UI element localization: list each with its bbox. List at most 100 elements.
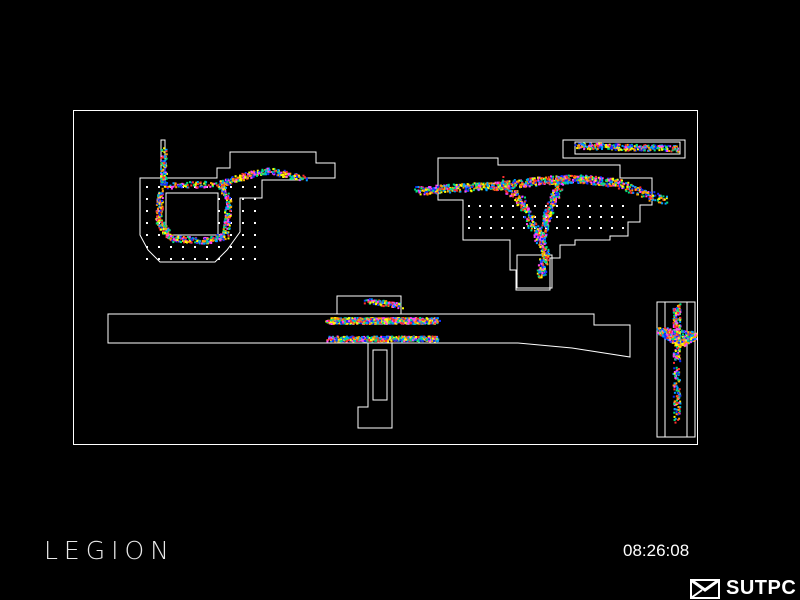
flow-point	[157, 211, 160, 214]
flow-point	[517, 198, 520, 201]
flow-point	[510, 193, 513, 196]
flow-point	[437, 185, 440, 188]
flow-point	[625, 146, 628, 149]
flow-point	[424, 187, 427, 190]
flow-point	[436, 191, 439, 194]
flow-point	[500, 187, 503, 190]
flow-point	[357, 337, 360, 340]
flow-point	[473, 182, 476, 185]
flow-point	[284, 173, 287, 176]
flow-point	[229, 216, 231, 219]
flow-point	[495, 183, 498, 186]
flow-point	[393, 337, 396, 340]
column-dot	[194, 246, 196, 248]
flow-point	[462, 185, 465, 188]
flow-point	[679, 360, 682, 363]
flow-point	[664, 148, 667, 151]
flow-point	[172, 241, 175, 244]
flow-point	[226, 181, 229, 183]
flow-point	[649, 149, 652, 151]
flow-point	[520, 184, 523, 187]
column-dot	[501, 216, 503, 218]
flow-point	[406, 322, 409, 325]
flow-point	[538, 243, 541, 246]
flow-point	[334, 317, 336, 320]
flow-point	[530, 182, 533, 185]
flow-point	[198, 240, 201, 243]
flow-point	[413, 319, 416, 322]
flow-point	[407, 319, 410, 322]
flow-point	[394, 319, 397, 322]
flow-point	[206, 237, 209, 240]
flow-point	[529, 180, 532, 183]
flow-point	[528, 185, 531, 188]
flow-point	[414, 321, 417, 324]
flow-point	[327, 319, 330, 322]
flow-point	[678, 304, 681, 307]
flow-point	[396, 304, 399, 307]
flow-point	[158, 225, 161, 228]
flow-point	[541, 266, 544, 269]
flow-point	[476, 183, 479, 186]
flow-point	[223, 221, 226, 224]
flow-point	[526, 178, 529, 181]
flow-point	[191, 181, 194, 184]
flow-point	[679, 311, 682, 313]
flow-point	[411, 321, 414, 324]
column-dot	[230, 222, 232, 224]
flow-point	[585, 182, 588, 184]
flow-point	[422, 187, 425, 190]
flow-point	[515, 197, 518, 200]
flow-point	[277, 174, 280, 177]
flow-point	[160, 178, 163, 181]
flow-point	[674, 377, 677, 380]
flow-point	[218, 238, 221, 240]
flow-point	[156, 201, 159, 204]
flow-point	[409, 336, 412, 339]
flow-point	[420, 335, 423, 338]
flow-point	[516, 182, 519, 185]
flow-point	[170, 187, 173, 190]
column-dot	[501, 227, 503, 229]
flow-point	[346, 340, 349, 342]
flow-point	[598, 183, 601, 186]
flow-point	[679, 343, 682, 346]
flow-point	[172, 182, 175, 185]
flow-point	[264, 170, 267, 173]
flow-point	[422, 322, 425, 325]
flow-point	[585, 176, 588, 179]
flow-point	[540, 254, 543, 256]
flow-point	[581, 177, 584, 180]
flow-point	[377, 317, 380, 320]
flow-point	[674, 320, 677, 323]
column-dot	[230, 234, 232, 236]
column-dot	[242, 258, 244, 260]
flow-point	[599, 177, 601, 180]
flow-point	[195, 237, 198, 240]
flow-point	[394, 304, 397, 307]
flow-point	[610, 179, 613, 182]
flow-point	[206, 241, 209, 244]
flow-point	[354, 340, 357, 343]
flow-point	[184, 185, 187, 188]
flow-point	[241, 174, 243, 177]
flow-point	[617, 143, 620, 146]
flow-point	[276, 174, 279, 177]
flow-point	[617, 147, 620, 150]
flow-point	[629, 189, 632, 192]
flow-point	[544, 178, 546, 181]
flow-point	[452, 183, 455, 186]
flow-point	[522, 207, 525, 210]
flow-point	[433, 338, 436, 340]
flow-point	[678, 401, 681, 404]
flow-point	[514, 190, 517, 193]
flow-point	[543, 270, 546, 273]
flow-point	[196, 181, 199, 183]
flow-point	[575, 177, 578, 180]
flow-point	[543, 211, 546, 214]
flow-point	[454, 184, 457, 187]
flow-point	[410, 336, 413, 339]
flow-point	[379, 300, 382, 303]
flow-point	[505, 181, 508, 184]
